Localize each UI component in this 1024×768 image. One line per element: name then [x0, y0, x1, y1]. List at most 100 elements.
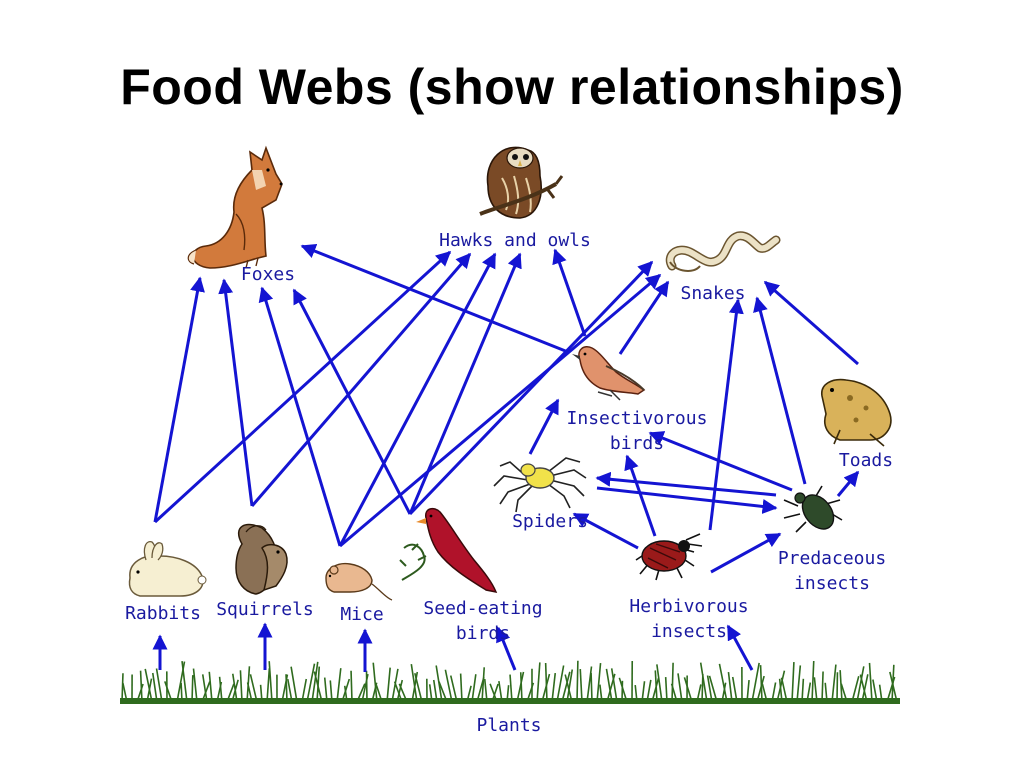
cardinal-icon — [399, 507, 498, 594]
grass-blade — [556, 665, 565, 703]
grass-blade — [246, 682, 253, 703]
grass-blade — [806, 682, 812, 703]
grass-blade — [483, 678, 488, 703]
arrow-mice-to-foxes — [258, 286, 342, 547]
grass-blade — [226, 683, 235, 703]
grass-blade — [336, 668, 342, 703]
arrow-squirrels-to-hawks — [250, 252, 472, 507]
arrow-herbins-to-insbirds — [624, 454, 657, 537]
grass-blade — [266, 668, 271, 703]
grass-icon — [120, 660, 900, 704]
mouse-icon — [325, 562, 393, 601]
toad-icon — [821, 378, 892, 447]
grass-blade — [664, 677, 668, 703]
beetle-icon — [783, 485, 843, 533]
grass-blade — [727, 671, 733, 703]
rabbit-icon — [128, 541, 207, 597]
grass-blade — [231, 673, 238, 703]
grass-blade — [824, 682, 828, 703]
grass-blade — [371, 682, 378, 703]
grass-blade — [551, 672, 557, 703]
grass-blade — [886, 676, 896, 703]
grass-blade — [290, 666, 298, 703]
grass-blade — [350, 670, 353, 703]
grass-blade — [878, 684, 883, 703]
grass-blade — [801, 678, 805, 703]
grass-blade — [180, 682, 183, 703]
grass-blade — [576, 660, 579, 703]
arrow-seedbirds-to-snakes — [408, 260, 654, 516]
label-toads: Toads — [839, 450, 893, 471]
grass-blade — [301, 678, 308, 703]
arrow-insbirds-to-snakes — [618, 280, 670, 355]
grass-blade — [671, 662, 674, 703]
grass-blade — [519, 672, 523, 703]
grass-blade — [618, 677, 628, 703]
grass-blade — [536, 662, 541, 703]
grass-blade — [526, 682, 535, 703]
grass-blade — [889, 671, 898, 703]
grass-blade — [811, 660, 815, 703]
grass-blade — [176, 661, 186, 703]
label-squirrels: Squirrels — [216, 599, 314, 620]
label-insbirds-line1: Insectivorous — [567, 408, 708, 429]
arrow-spiders-to-predins — [596, 486, 778, 514]
grass-blade — [444, 669, 453, 703]
grass-blade — [144, 668, 153, 703]
arrow-plants-to-seedbirds — [496, 626, 517, 671]
grass-blade — [481, 667, 486, 703]
label-mice: Mice — [340, 604, 383, 625]
grass-blade — [268, 661, 273, 703]
grass-blade — [634, 685, 638, 703]
squirrel-icon — [235, 523, 288, 595]
arrow-toads-to-snakes — [763, 280, 859, 366]
grass-blade — [191, 675, 194, 703]
arrow-predins-to-snakes — [753, 296, 807, 485]
grass-blade — [287, 678, 293, 703]
snake-icon — [665, 231, 781, 272]
grass-blade — [509, 674, 513, 703]
arrow-mice-to-snakes — [339, 273, 662, 548]
grass-blade — [343, 685, 348, 703]
grass-blade — [281, 674, 289, 703]
grass-blade — [751, 662, 760, 703]
grass-blade — [410, 663, 418, 703]
grass-blade — [699, 662, 708, 703]
grass-blade — [239, 670, 243, 703]
grass-blade — [361, 673, 369, 703]
grass-blade — [641, 681, 646, 703]
arrow-mice-to-hawks — [338, 252, 497, 547]
grass-blade — [428, 684, 433, 703]
fox-icon — [187, 145, 283, 269]
label-foxes: Foxes — [241, 264, 295, 285]
label-spiders: Spiders — [512, 511, 588, 532]
grass-blade — [590, 672, 593, 703]
grass-blade — [564, 674, 573, 703]
label-plants: Plants — [476, 715, 541, 736]
label-herbins-line1: Herbivorous — [629, 596, 748, 617]
grass-blade — [651, 677, 660, 703]
grass-blade — [356, 683, 366, 703]
grass-blade — [746, 679, 750, 703]
label-seedbirds-line2: birds — [456, 623, 510, 644]
label-herbins-line2: insects — [651, 621, 727, 642]
grass-blade — [561, 671, 571, 703]
grass-blade — [683, 677, 693, 703]
grass-blade — [249, 674, 258, 703]
grass-blade — [599, 684, 603, 703]
grass-blade — [586, 666, 593, 703]
grass-blade — [313, 671, 323, 703]
grass-blade — [398, 683, 408, 703]
ladybug-icon — [635, 533, 703, 581]
grass-blade — [396, 679, 404, 703]
label-predins-line2: insects — [794, 573, 870, 594]
grass-blade — [778, 678, 783, 703]
grass-blade — [372, 662, 378, 703]
grass-blade — [122, 682, 128, 703]
grass-blade — [610, 668, 618, 703]
grass-blade — [393, 681, 403, 703]
grass-blade — [414, 672, 423, 703]
grass-blade — [677, 673, 683, 703]
